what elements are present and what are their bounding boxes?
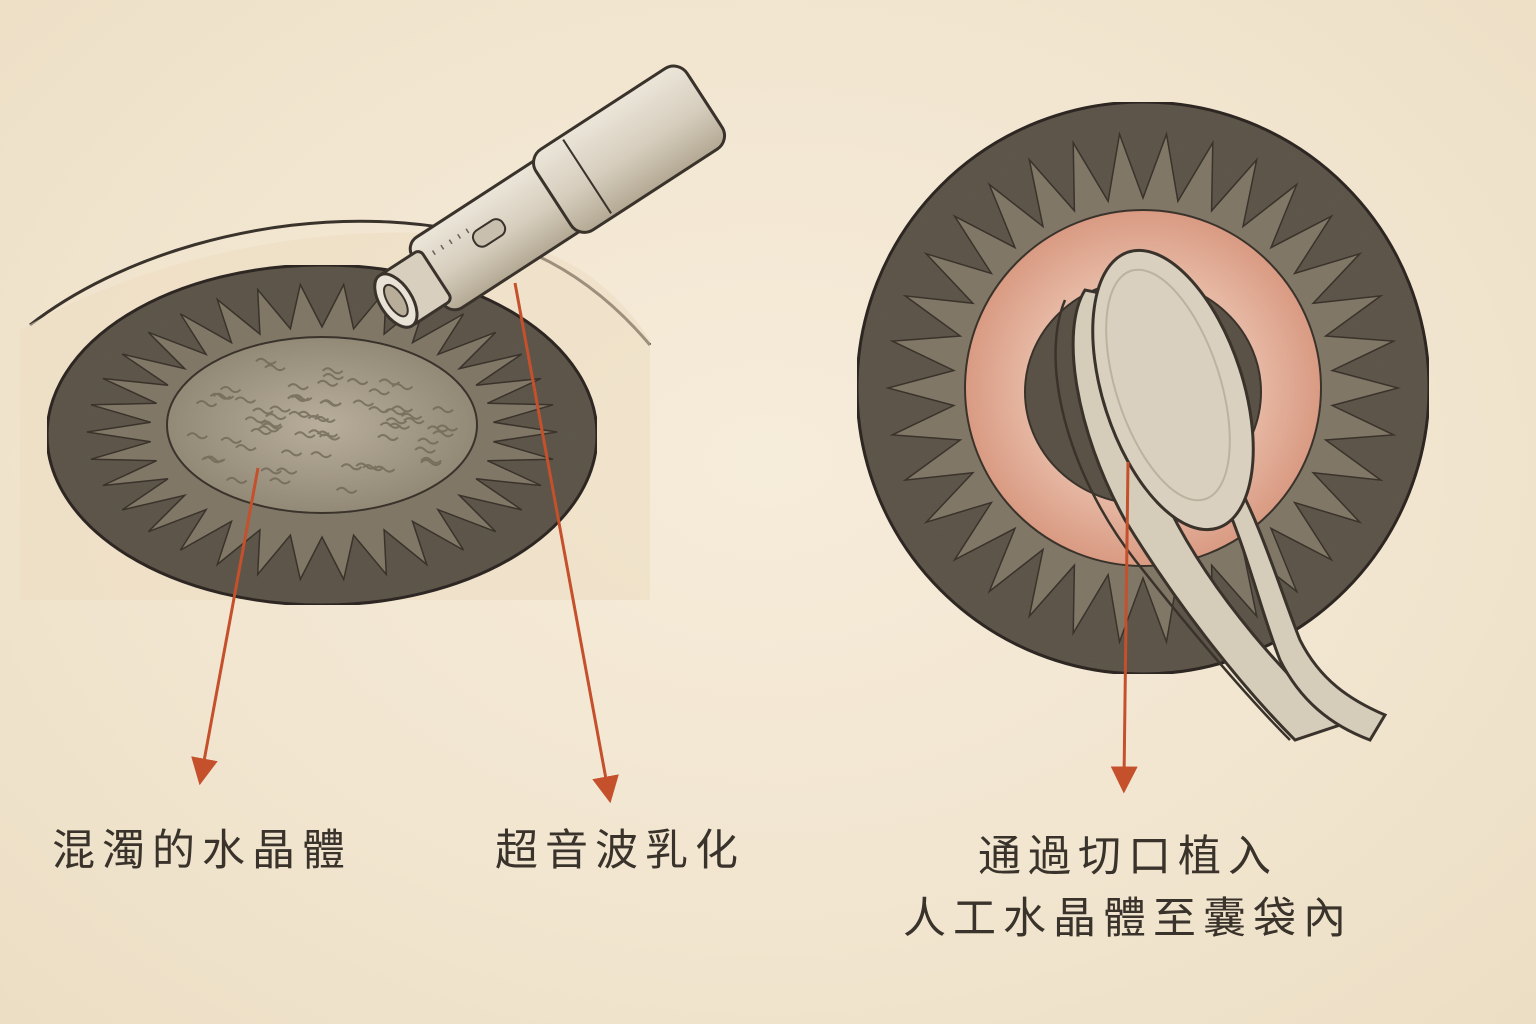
label-phaco: 超音波乳化 <box>495 830 745 873</box>
label-implant-line1: 通過切口植入 <box>868 826 1388 888</box>
label-implant: 通過切口植入 人工水晶體至囊袋內 <box>868 826 1388 950</box>
label-implant-line2: 人工水晶體至囊袋內 <box>868 888 1388 950</box>
label-cloudy-lens: 混濁的水晶體 <box>52 830 352 873</box>
cloudy-lens <box>167 337 477 513</box>
left-eye-illustration <box>20 221 650 605</box>
